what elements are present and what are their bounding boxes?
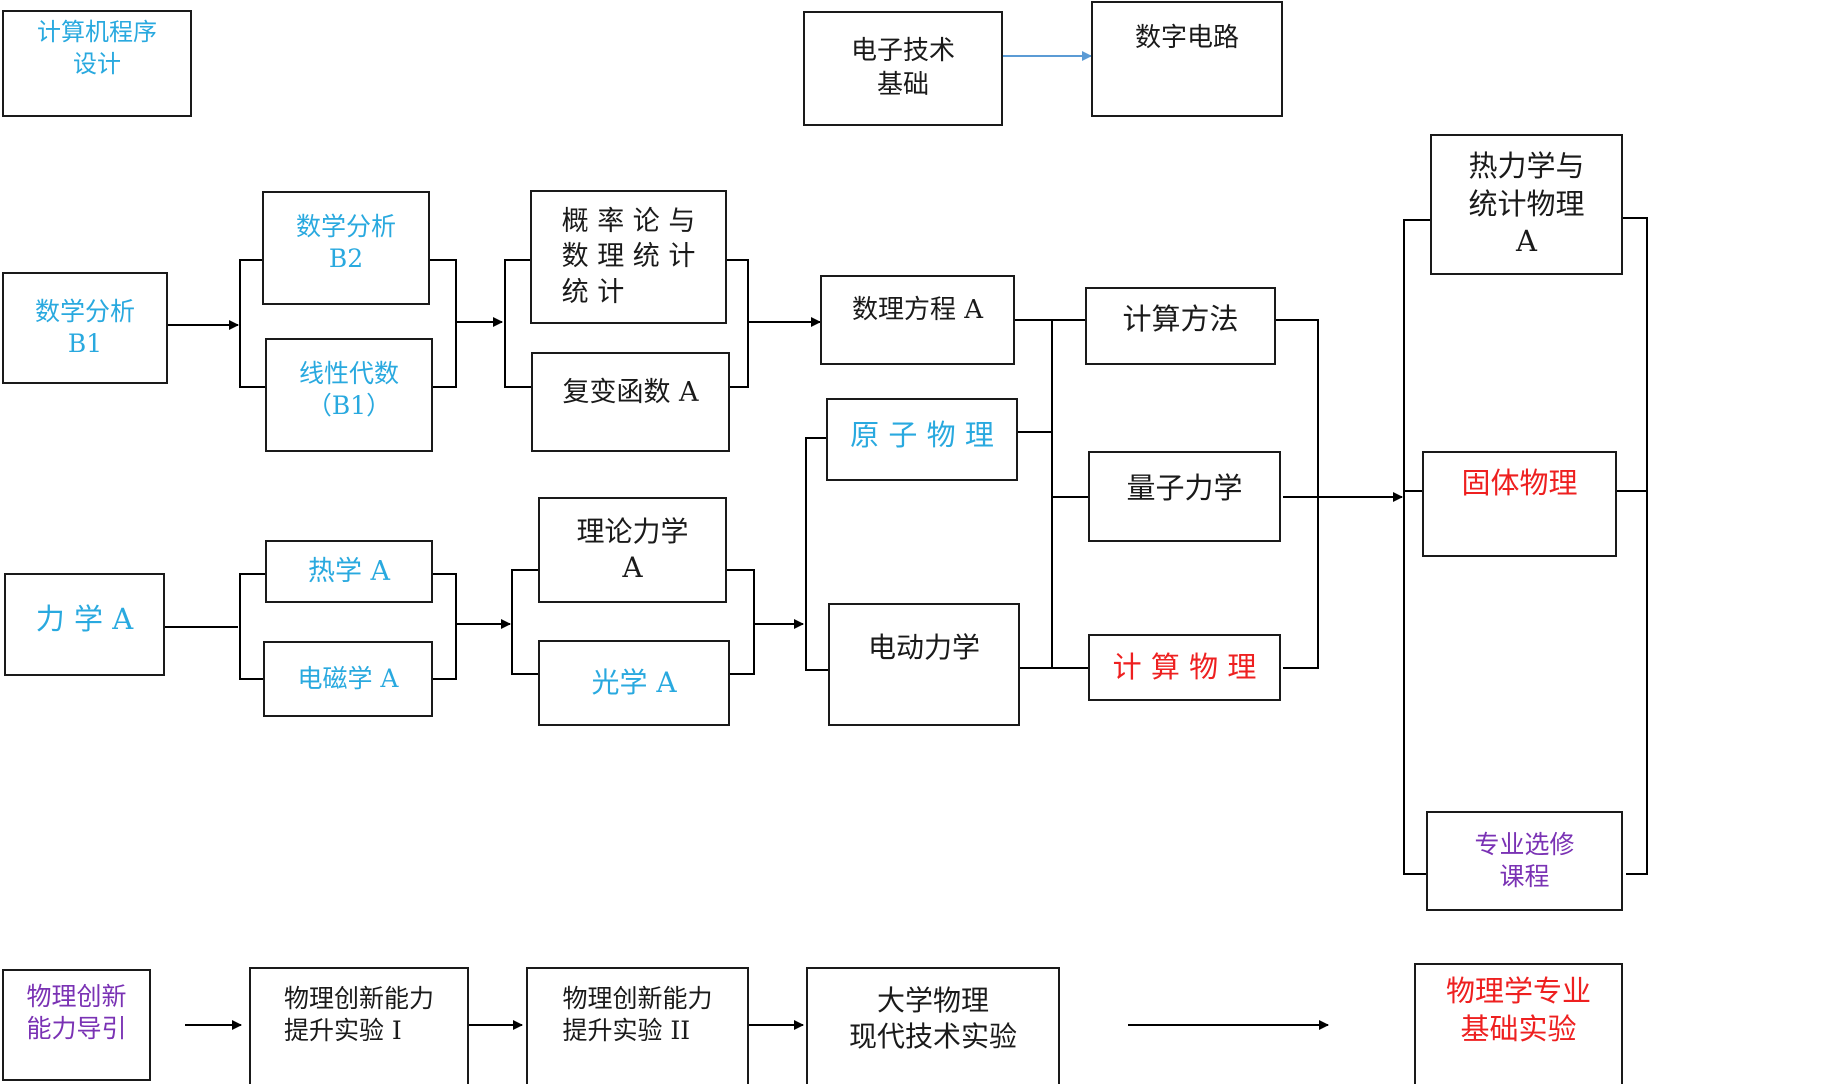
node-label: 计 算 物 理: [1112, 649, 1257, 684]
node-label: 原 子 物 理: [850, 417, 994, 452]
node-electrodynamics: 电动力学: [828, 603, 1020, 726]
bracket-left-theo-optics: [511, 569, 538, 675]
node-basic-experiments: 物理学专业 基础实验: [1414, 963, 1623, 1084]
node-label: 理论力学 A: [576, 514, 689, 584]
bracket-left-prob-complex: [504, 259, 531, 388]
bracket-left-atomic-ed: [805, 437, 828, 671]
node-modern-tech-exp: 大学物理 现代技术实验: [806, 967, 1060, 1084]
node-label: 计算方法: [1122, 302, 1239, 337]
bracket-right-final: [1623, 217, 1648, 875]
node-label: 量子力学: [1126, 470, 1243, 505]
node-label: 线性代数 （B1）: [298, 358, 399, 421]
node-label: 计算机程序 设计: [37, 18, 157, 78]
node-quantum-mechanics: 量子力学: [1088, 451, 1281, 542]
node-label: 物理学专业 基础实验: [1445, 974, 1591, 1046]
node-complex-function: 复变函数 A: [531, 352, 730, 452]
node-label: 物理创新能力 提升实验 I: [283, 983, 434, 1046]
bracket-right-cm-cp: [1276, 319, 1319, 669]
bracket-left-final: [1403, 219, 1430, 875]
node-linear-algebra: 线性代数 （B1）: [265, 338, 433, 452]
node-electronics: 电子技术 基础: [803, 11, 1003, 126]
node-label: 电磁学 A: [297, 663, 399, 693]
node-label: 热学 A: [307, 555, 391, 587]
bracket-left-b2-la: [239, 259, 265, 388]
node-label: 电动力学: [867, 631, 980, 665]
node-math-analysis-b1: 数学分析 B1: [2, 272, 168, 384]
node-label: 光学 A: [591, 665, 677, 699]
node-computational-physics: 计 算 物 理: [1088, 634, 1281, 701]
node-thermal-a: 热学 A: [265, 540, 433, 603]
bracket-right-prob-complex: [727, 259, 749, 388]
node-label: 数字电路: [1134, 23, 1239, 54]
node-innovation-intro: 物理创新 能力导引: [2, 969, 151, 1081]
node-label: 复变函数 A: [562, 377, 699, 409]
node-mechanics-a: 力 学 A: [4, 573, 165, 676]
node-innovation-exp1: 物理创新能力 提升实验 I: [249, 967, 469, 1084]
node-label: 物理创新 能力导引: [26, 981, 127, 1044]
node-label: 数学分析 B1: [34, 296, 135, 359]
node-thermo-statistics: 热力学与 统计物理 A: [1430, 134, 1623, 275]
node-digital-circuit: 数字电路: [1091, 1, 1283, 117]
node-elective: 专业选修 课程: [1426, 811, 1623, 911]
node-optics-a: 光学 A: [538, 640, 730, 726]
node-computing-methods: 计算方法: [1085, 287, 1276, 365]
bracket-right-theo-optics: [727, 569, 755, 675]
node-label: 专业选修 课程: [1474, 829, 1575, 892]
node-label: 数理方程 A: [851, 295, 984, 326]
node-math-analysis-b2: 数学分析 B2: [262, 191, 430, 305]
node-math-physics-equations: 数理方程 A: [820, 275, 1015, 365]
node-cs-programming: 计算机程序 设计: [2, 10, 192, 117]
node-innovation-exp2: 物理创新能力 提升实验 II: [526, 967, 749, 1084]
node-label: 热力学与 统计物理 A: [1468, 148, 1585, 259]
node-label: 电子技术 基础: [850, 35, 955, 100]
node-label: 物理创新能力 提升实验 II: [562, 983, 713, 1046]
node-label: 固体物理: [1461, 466, 1578, 501]
node-solid-state-physics: 固体物理: [1422, 451, 1617, 557]
node-label: 概 率 论 与 数 理 统 计 统 计: [561, 206, 696, 308]
bracket-right-b2-la: [430, 259, 457, 388]
node-label: 力 学 A: [35, 601, 134, 636]
node-label: 大学物理 现代技术实验: [848, 983, 1017, 1053]
node-label: 数学分析 B2: [295, 211, 396, 274]
node-theoretical-mechanics: 理论力学 A: [538, 497, 727, 603]
bracket-right-thermal-em: [433, 573, 457, 680]
node-probability: 概 率 论 与 数 理 统 计 统 计: [530, 190, 727, 324]
bracket-left-thermal-em: [239, 573, 265, 680]
node-electromagnetism-a: 电磁学 A: [263, 641, 433, 717]
node-atomic-physics: 原 子 物 理: [826, 398, 1018, 481]
